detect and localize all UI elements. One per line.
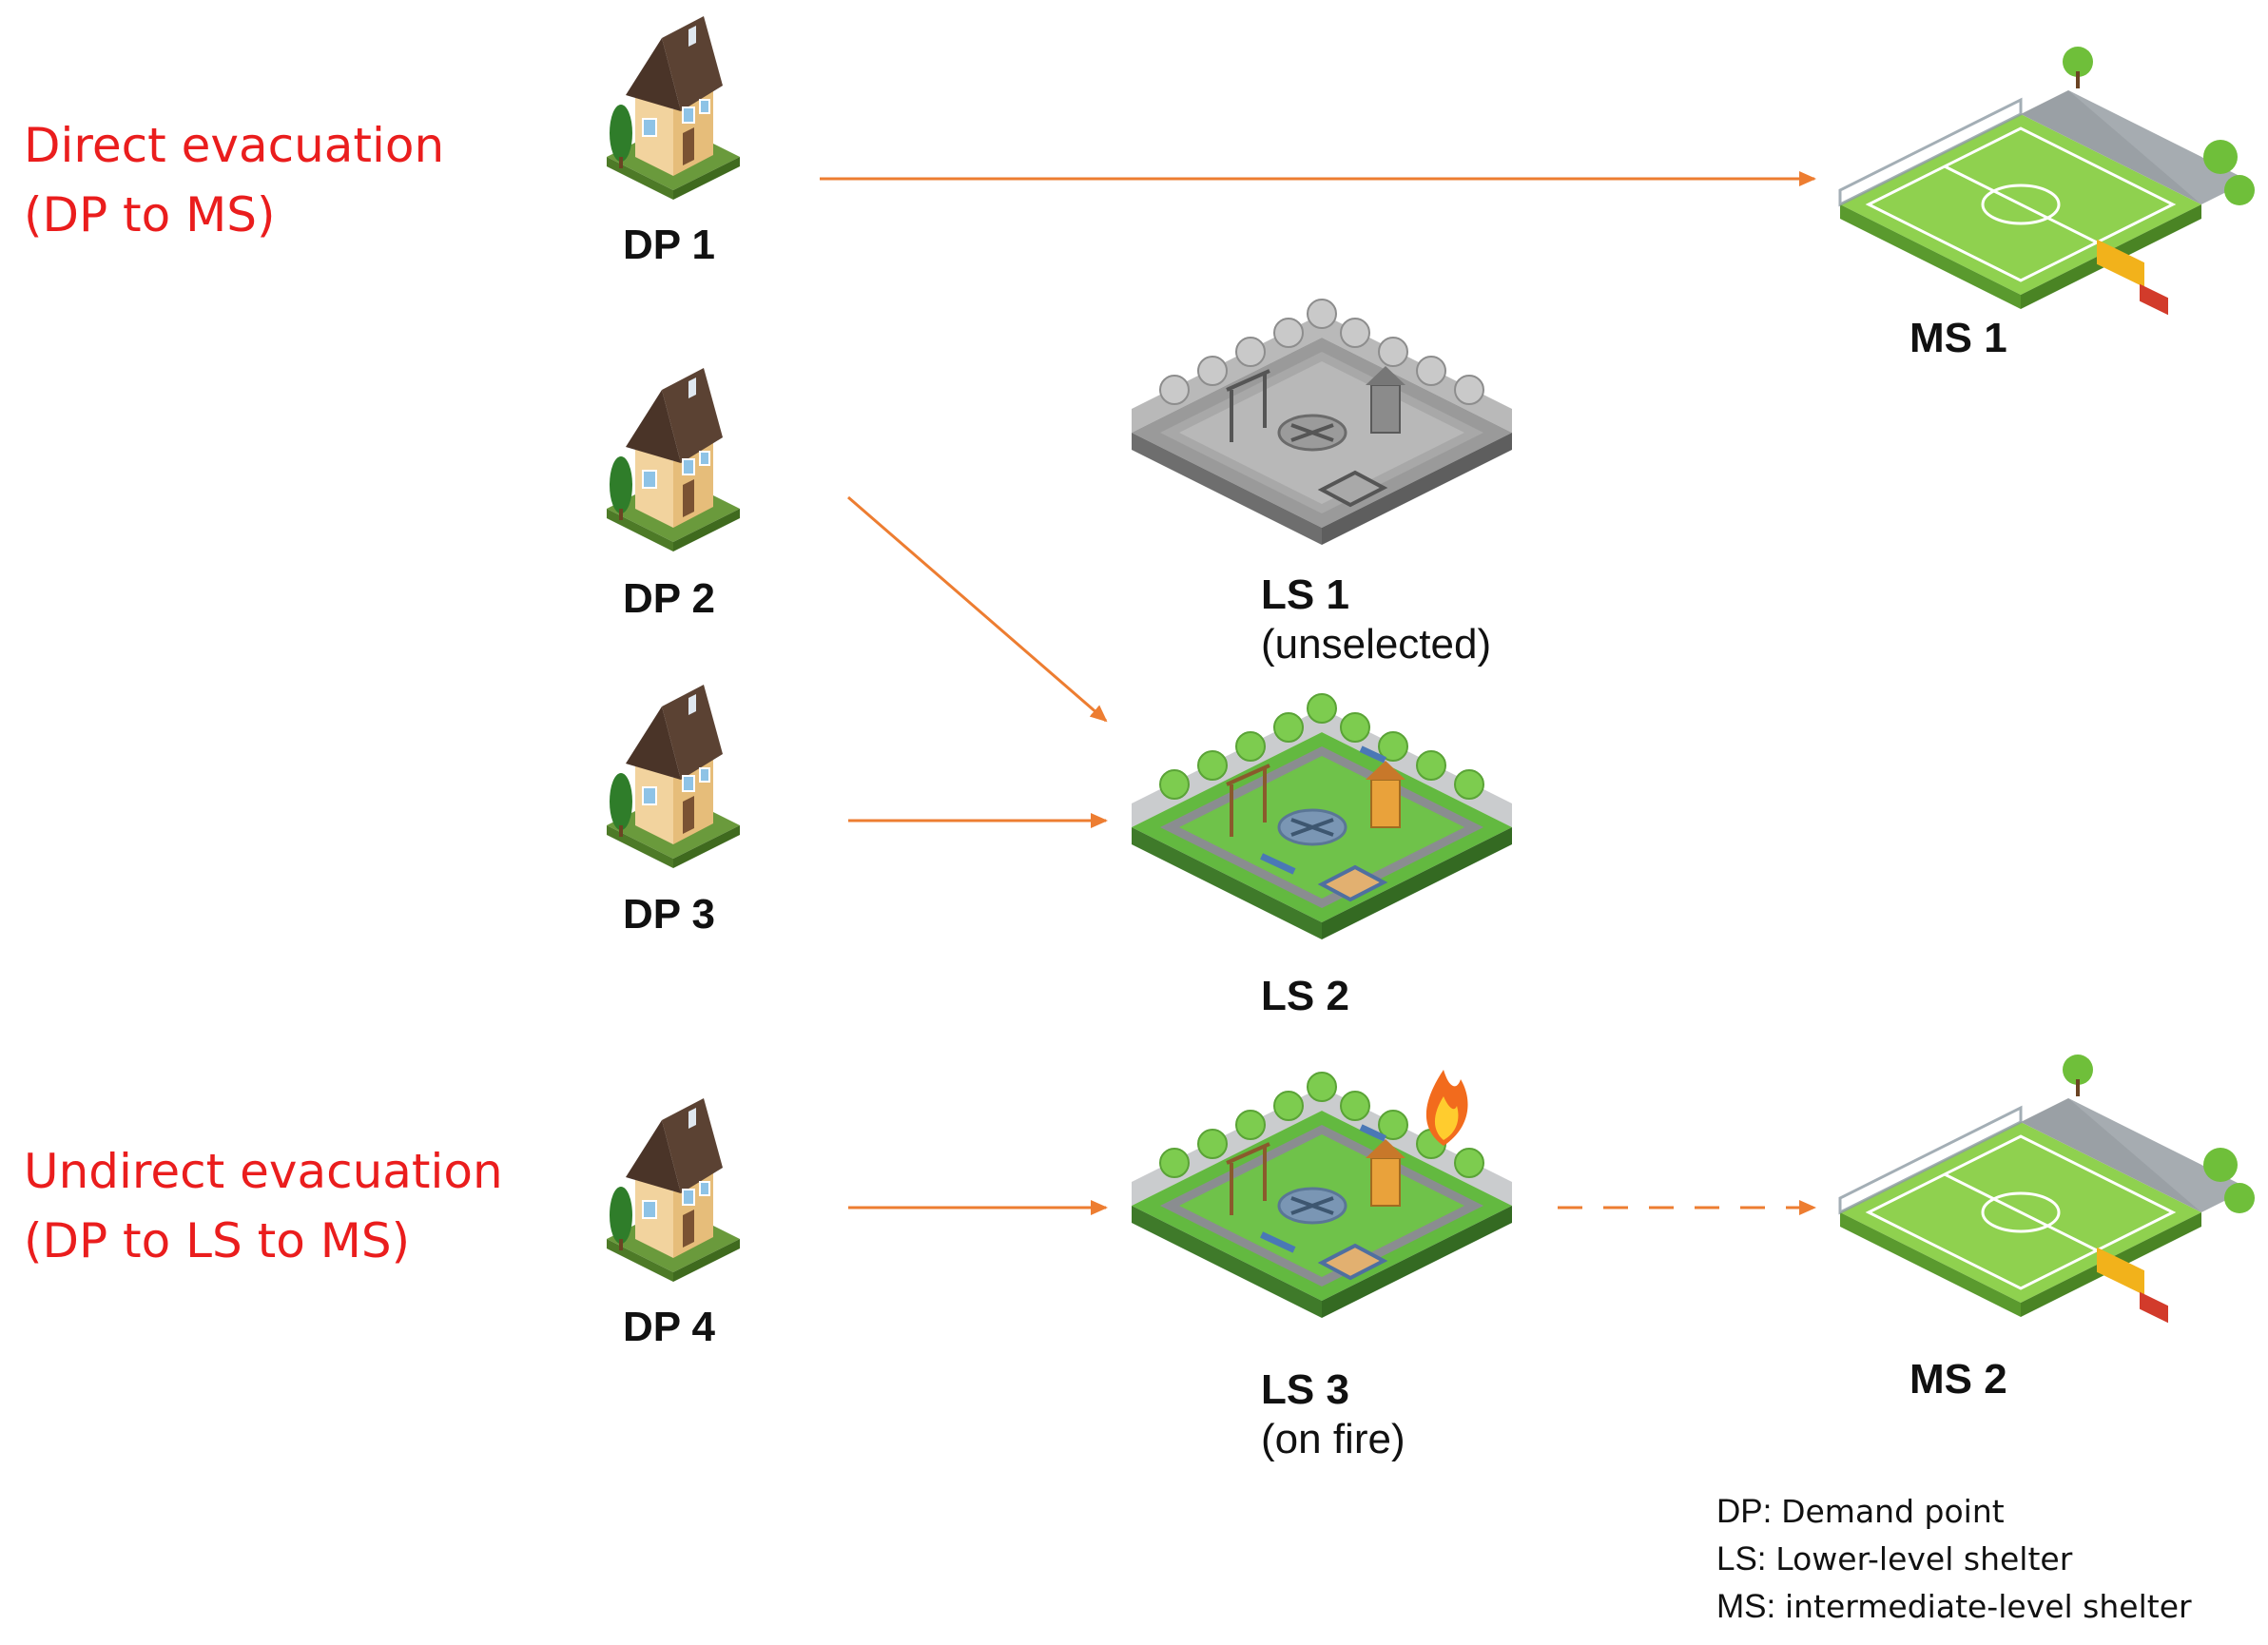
ls3-name: LS 3	[1261, 1366, 1349, 1413]
dp4-label: DP 4	[623, 1304, 716, 1350]
dp1-label: DP 1	[623, 222, 716, 268]
ms1-soccer-field-icon	[1838, 45, 2257, 317]
legend: DP: Demand point LS: Lower-level shelter…	[1716, 1488, 2192, 1631]
direct-evacuation-title: Direct evacuation (DP to MS)	[24, 118, 445, 242]
legend-row-ms: MS: intermediate-level shelter	[1716, 1583, 2192, 1631]
ls2-label: LS 2	[1261, 973, 1349, 1019]
legend-row-ls: LS: Lower-level shelter	[1716, 1536, 2192, 1583]
ms2-label: MS 2	[1909, 1356, 2007, 1403]
legend-key: MS:	[1716, 1588, 1776, 1625]
ls1-label: LS 1 (unselected)	[1261, 571, 1491, 669]
ls3-status-note: (on fire)	[1261, 1416, 1405, 1462]
indirect-evacuation-title: Undirect evacuation (DP to LS to MS)	[24, 1144, 503, 1268]
legend-value: Lower-level shelter	[1775, 1540, 2073, 1577]
dp2-label: DP 2	[623, 575, 716, 622]
ls2-park-icon	[1130, 692, 1514, 941]
ls3-label: LS 3 (on fire)	[1261, 1365, 1405, 1464]
legend-value: intermediate-level shelter	[1784, 1588, 2192, 1625]
dp2-house-icon	[606, 367, 741, 552]
legend-key: LS:	[1716, 1540, 1767, 1577]
dp3-label: DP 3	[623, 891, 716, 938]
ms1-label: MS 1	[1909, 315, 2007, 361]
dp1-house-icon	[606, 15, 741, 201]
ls1-status-note: (unselected)	[1261, 621, 1492, 668]
legend-key: DP:	[1716, 1493, 1773, 1530]
ls1-park-icon	[1130, 298, 1514, 547]
legend-row-dp: DP: Demand point	[1716, 1488, 2192, 1536]
dp4-house-icon	[606, 1097, 741, 1283]
ls1-name: LS 1	[1261, 571, 1349, 618]
edge-dp2-ls2	[847, 495, 1108, 723]
dp3-house-icon	[606, 684, 741, 869]
ms2-soccer-field-icon	[1838, 1053, 2257, 1325]
legend-value: Demand point	[1781, 1493, 2005, 1530]
fire-icon	[1425, 1070, 1468, 1146]
